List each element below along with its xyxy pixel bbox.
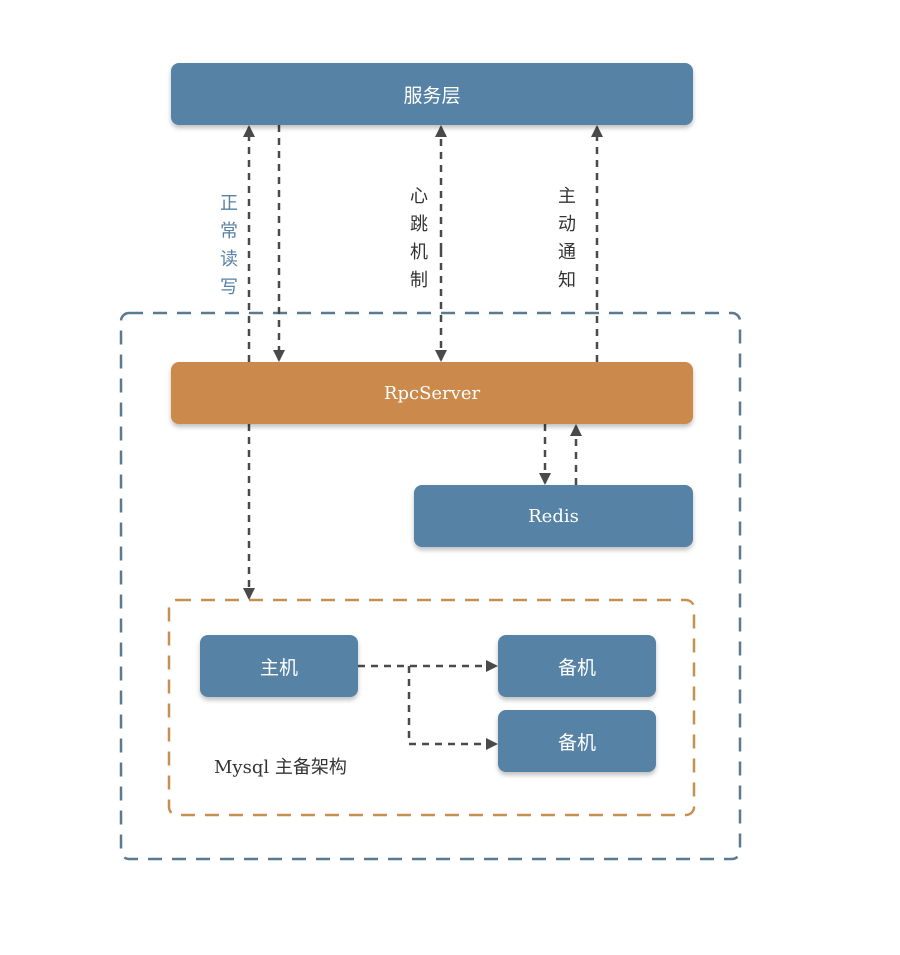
rpc-group-container <box>119 311 742 861</box>
service-layer-label: 服务层 <box>403 84 461 107</box>
rpc-server-label: RpcServer <box>383 382 481 404</box>
service-layer-box: 服务层 <box>171 63 693 125</box>
master-to-slave2-arrow <box>407 666 498 750</box>
mysql-group-container <box>167 598 696 817</box>
mysql-master-box: 主机 <box>200 635 358 697</box>
mysql-slave-box-1: 备机 <box>498 635 656 697</box>
redis-label: Redis <box>528 505 579 527</box>
heartbeat-label: 心跳机制 <box>410 186 428 291</box>
mysql-cluster-label: Mysql 主备架构 <box>214 757 347 778</box>
active-notify-label: 主动通知 <box>558 186 576 291</box>
normal-read-write-label: 正常读写 <box>220 193 238 298</box>
rpc-server-box: RpcServer <box>171 362 693 424</box>
mysql-slave-label-1: 备机 <box>557 656 596 679</box>
mysql-slave-box-2: 备机 <box>498 710 656 772</box>
mysql-master-label: 主机 <box>259 656 298 679</box>
mysql-slave-label-2: 备机 <box>557 731 596 754</box>
redis-box: Redis <box>414 485 693 547</box>
